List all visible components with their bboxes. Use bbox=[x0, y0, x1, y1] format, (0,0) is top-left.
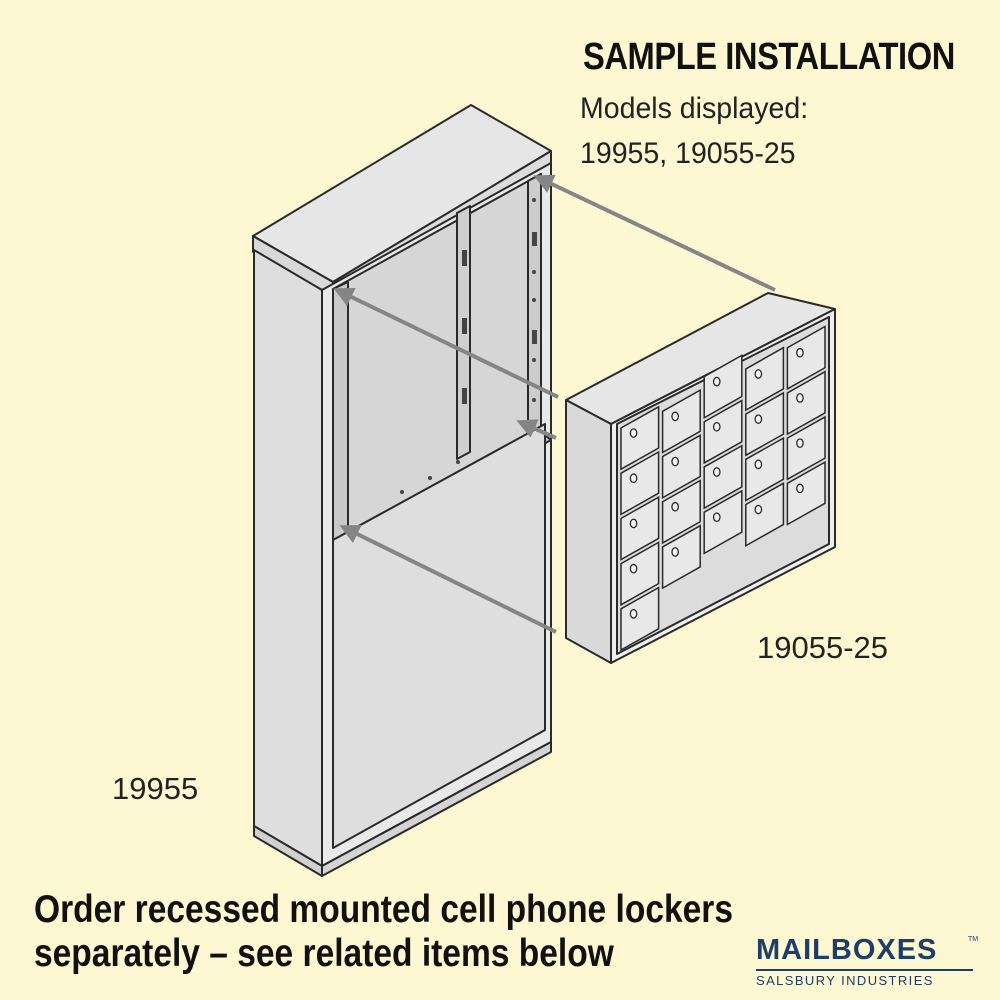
door-lock-icon bbox=[629, 563, 638, 574]
logo-wordmark: MAILBOXES bbox=[756, 934, 938, 966]
door-lock-icon bbox=[754, 414, 763, 425]
door-lock-icon bbox=[754, 459, 763, 470]
models-label: Models displayed: bbox=[580, 92, 809, 125]
logo-divider bbox=[756, 969, 973, 971]
door-lock-icon bbox=[796, 438, 804, 449]
door-lock-icon bbox=[629, 473, 638, 484]
installation-arrows bbox=[333, 174, 776, 634]
models-list: 19955, 19055-25 bbox=[580, 137, 796, 170]
locker-door bbox=[620, 450, 660, 516]
locker-door bbox=[703, 489, 743, 555]
locker-door bbox=[745, 391, 785, 457]
cabinet-hinges bbox=[400, 198, 537, 494]
door-lock-icon bbox=[754, 504, 763, 515]
mailboxes-logo: MAILBOXES TM SALSBURY INDUSTRIES bbox=[756, 934, 979, 994]
locker-door bbox=[661, 479, 701, 545]
locker-door bbox=[703, 354, 743, 420]
door-lock-icon bbox=[712, 421, 721, 432]
cabinet-model-label: 19955 bbox=[112, 771, 199, 806]
locker-door bbox=[661, 434, 701, 500]
arrow-upper-left bbox=[333, 287, 559, 399]
locker-door bbox=[661, 388, 701, 454]
locker-door bbox=[703, 399, 743, 465]
locker-door bbox=[786, 415, 826, 481]
locker-door bbox=[786, 460, 826, 526]
footer-line-1: Order recessed mounted cell phone locker… bbox=[34, 888, 734, 931]
door-lock-icon bbox=[712, 376, 721, 387]
door-lock-icon bbox=[712, 467, 721, 477]
door-lock-icon bbox=[754, 369, 763, 379]
logo-trademark: TM bbox=[968, 936, 979, 943]
door-lock-icon bbox=[796, 483, 804, 494]
locker-door bbox=[786, 325, 826, 391]
locker-door bbox=[786, 370, 826, 436]
locker-door bbox=[620, 541, 660, 607]
locker-door bbox=[620, 495, 660, 561]
door-lock-icon bbox=[629, 518, 638, 529]
arrow-lower bbox=[339, 525, 557, 634]
logo-subtitle: SALSBURY INDUSTRIES bbox=[756, 973, 934, 988]
locker-doors bbox=[620, 325, 826, 652]
locker-door bbox=[745, 346, 785, 412]
page-heading: SAMPLE INSTALLATION bbox=[583, 36, 955, 78]
footer-line-2: separately – see related items below bbox=[34, 932, 614, 975]
locker-model-label: 19055-25 bbox=[757, 630, 889, 665]
door-lock-icon bbox=[712, 512, 721, 523]
arrow-middle bbox=[516, 419, 557, 440]
locker-door bbox=[703, 444, 743, 510]
arrow-upper-right bbox=[533, 174, 776, 292]
door-lock-icon bbox=[671, 411, 680, 422]
locker-door bbox=[661, 524, 701, 590]
door-lock-icon bbox=[796, 393, 804, 403]
cabinet-19955 bbox=[252, 104, 552, 877]
locker-door bbox=[745, 436, 785, 502]
door-lock-icon bbox=[629, 608, 638, 619]
door-lock-icon bbox=[671, 456, 680, 467]
door-lock-icon bbox=[671, 547, 680, 557]
door-lock-icon bbox=[629, 428, 638, 438]
locker-door bbox=[620, 586, 660, 652]
door-lock-icon bbox=[796, 347, 804, 358]
locker-door bbox=[745, 482, 785, 548]
door-lock-icon bbox=[671, 501, 680, 512]
locker-door bbox=[620, 405, 660, 471]
